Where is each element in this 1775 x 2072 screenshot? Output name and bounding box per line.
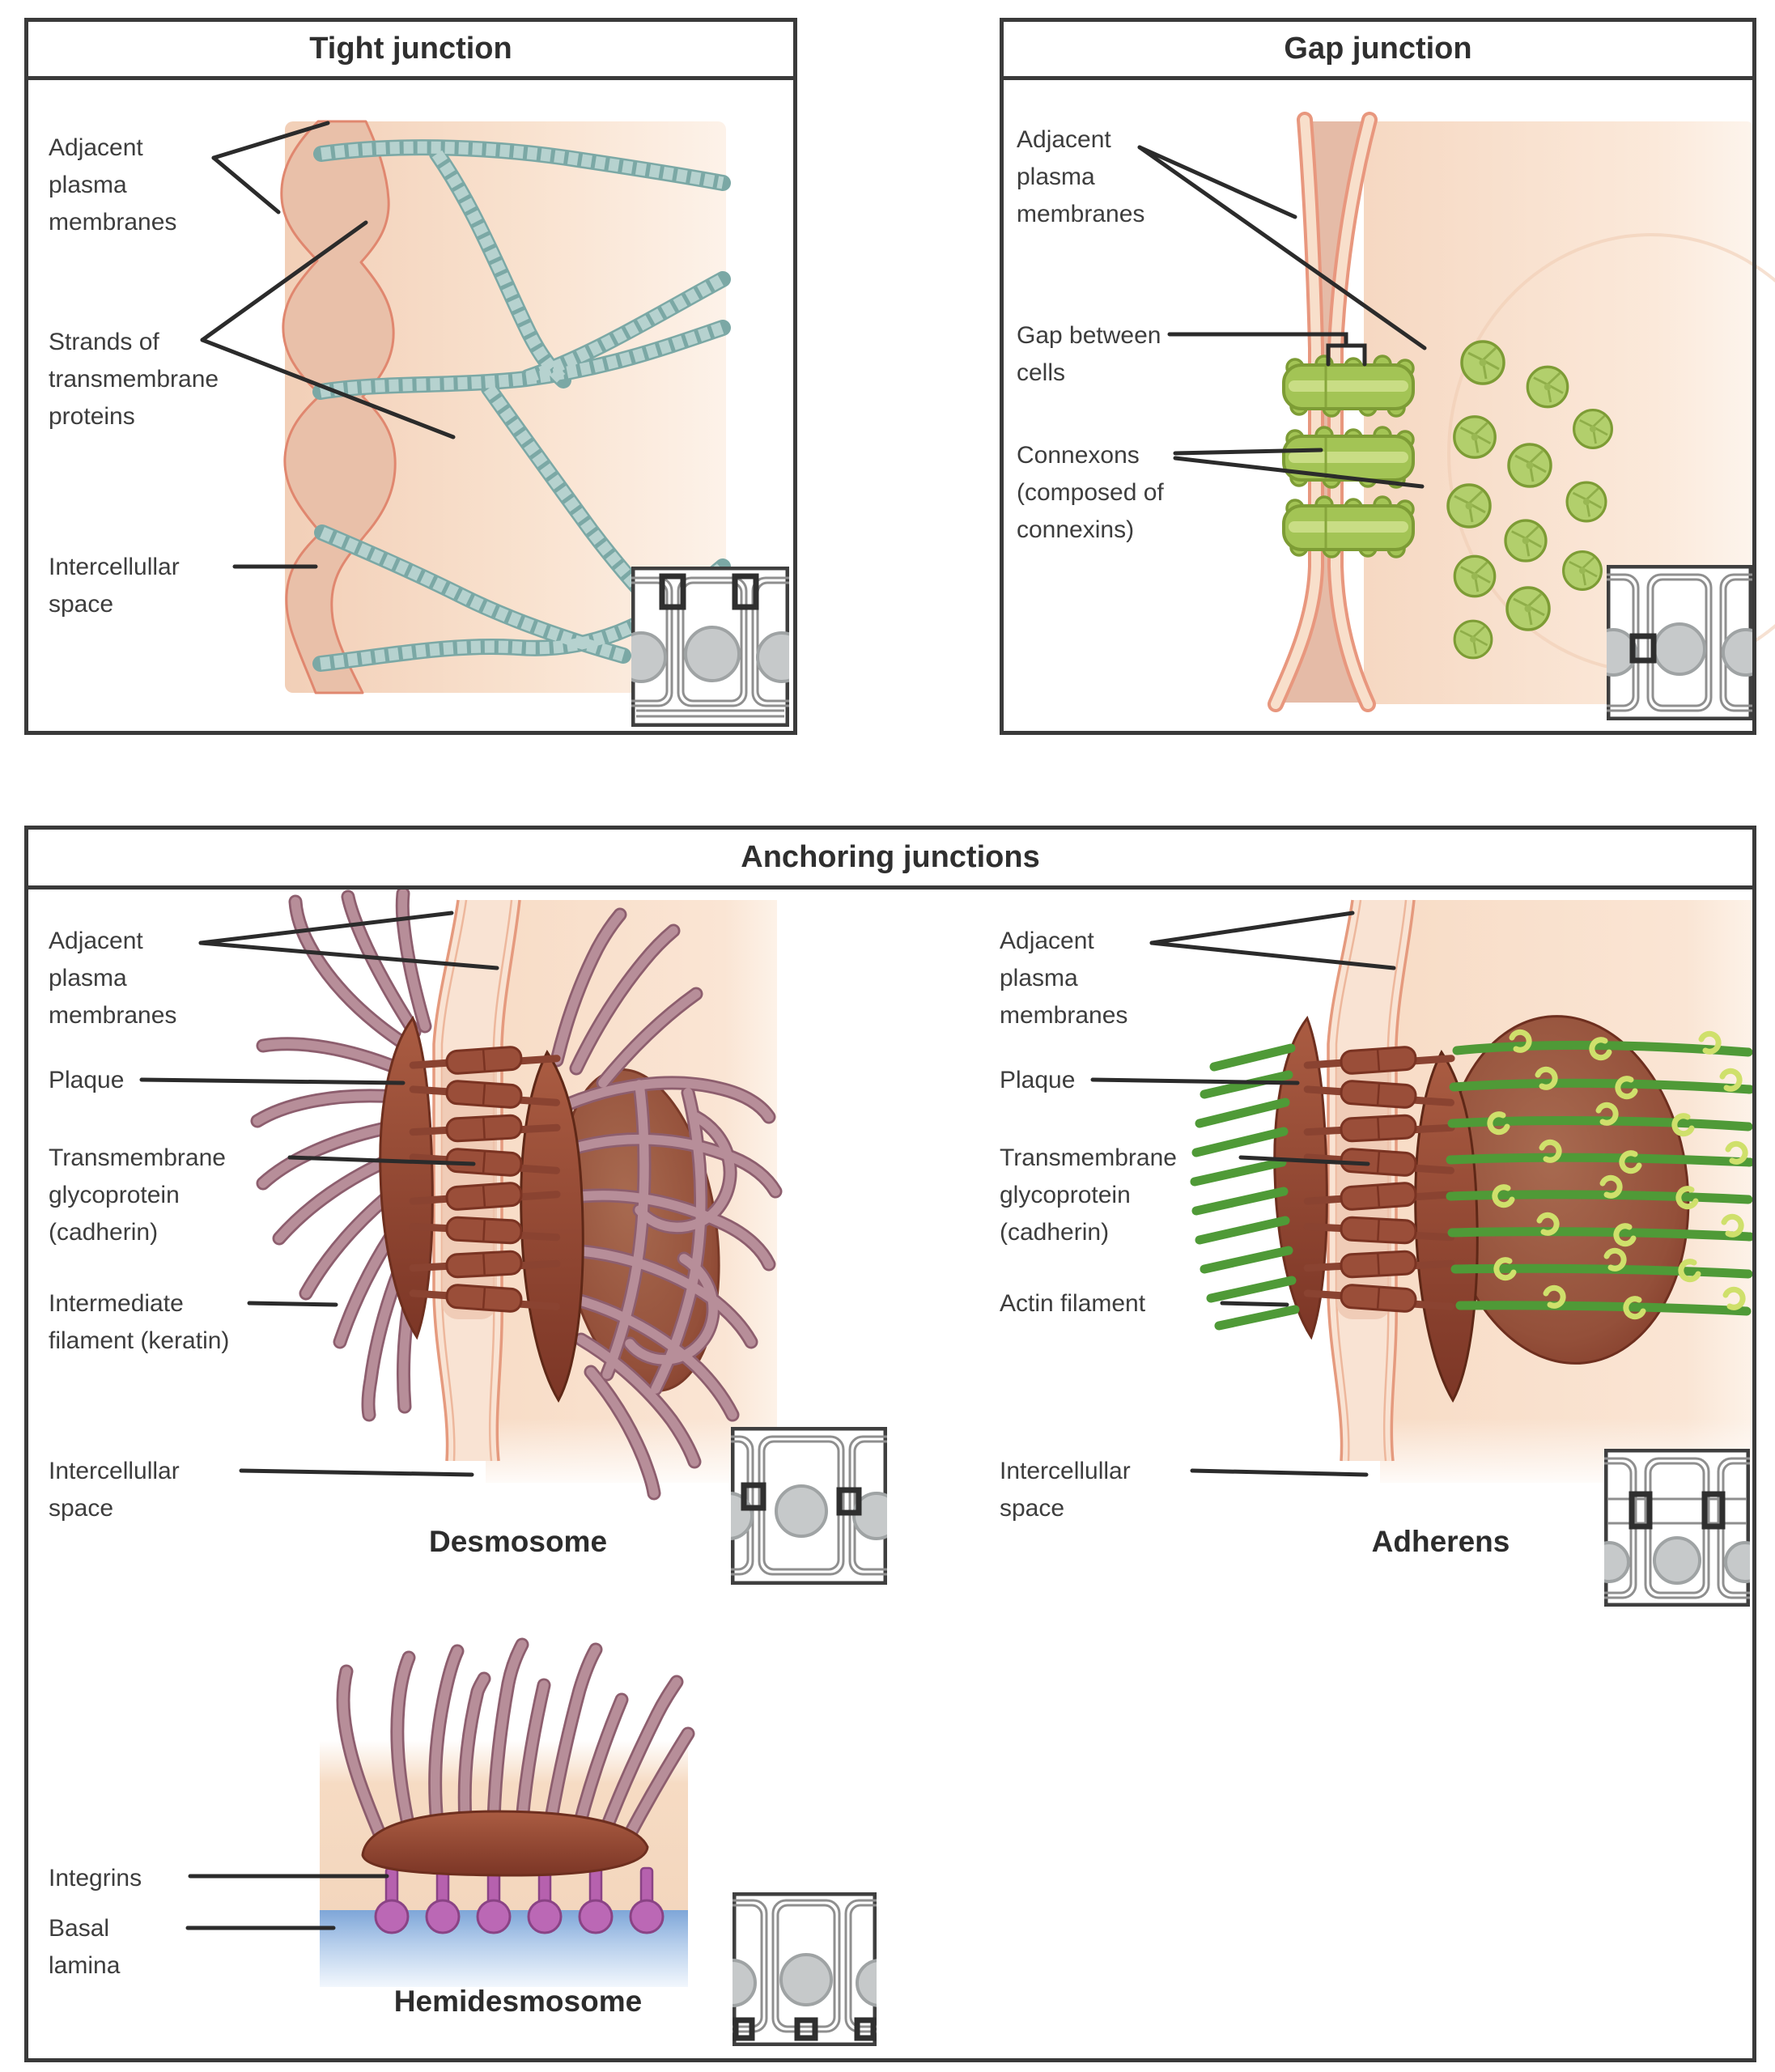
plaque [361,1810,649,1877]
label-intercellular-space: Intercellullar space [49,1458,180,1522]
junction-marker [794,2017,818,2041]
junction-marker [733,2017,755,2041]
gap-junction-location-inset [1607,565,1752,720]
tight-junction-leader-lines [200,121,456,569]
junction-marker [1701,1491,1726,1530]
hemidesmosome-leader-lines [185,1874,389,1930]
junction-marker [1628,1491,1653,1530]
label-plaque: Plaque [1000,1067,1076,1093]
junction-marker [1629,633,1657,664]
gap-junction-panel: Gap junction [1000,18,1756,735]
label-transmembrane-glycoprotein: Transmembrane glycoprotein (cadherin) [1000,1144,1177,1246]
label-actin-filament: Actin filament [1000,1290,1146,1317]
label-intercellular-space: Intercellullar space [1000,1458,1131,1522]
label-plaque: Plaque [49,1067,125,1093]
hemidesmosome-location-inset [733,1892,877,2046]
junction-marker [741,1482,766,1511]
label-intercellular-space: Intercellullar space [49,554,180,618]
integrin-pins [374,1866,665,1934]
gap-junction-leader-lines [1137,145,1427,489]
junction-marker [854,2017,877,2041]
label-gap-between-cells: Gap between cells [1017,322,1161,386]
label-adjacent-plasma-membranes: Adjacent plasma membranes [49,134,177,236]
plasma-membranes [1268,112,1378,712]
label-transmembrane-glycoprotein: Transmembrane glycoprotein (cadherin) [49,1144,226,1246]
adherens-leader-lines [1090,911,1396,1477]
desmosome-leader-lines [139,911,499,1477]
tight-junction-title: Tight junction [309,32,512,66]
label-integrins: Integrins [49,1865,142,1892]
anchoring-junctions-header: Anchoring junctions [28,830,1752,890]
tight-junction-panel: Tight junction [24,18,797,735]
gap-junction-illustration [1137,112,1775,720]
actin-filaments [1190,1032,1755,1331]
label-basal-lamina: Basal lamina [49,1915,121,1979]
tight-junction-illustration [200,120,789,727]
gap-junction-header: Gap junction [1004,22,1752,80]
adherens-illustration [1090,899,1755,1607]
caption-desmosome: Desmosome [428,1525,608,1558]
caption-hemidesmosome: Hemidesmosome [393,1985,643,2018]
caption-adherens: Adherens [1371,1525,1510,1558]
label-strands-of-transmembrane-proteins: Strands of transmembrane proteins [49,329,219,430]
left-plaque [1273,1015,1328,1340]
connexon-channels [1282,355,1415,558]
tight-junction-header: Tight junction [28,22,793,80]
anchoring-junctions-panel: Anchoring junctions [24,826,1756,2062]
adherens-location-inset [1604,1449,1750,1607]
label-intermediate-filament: Intermediate filament (keratin) [49,1290,230,1354]
label-adjacent-plasma-membranes: Adjacent plasma membranes [1017,126,1145,227]
label-adjacent-plasma-membranes: Adjacent plasma membranes [1000,928,1128,1029]
anchoring-junctions-title: Anchoring junctions [741,840,1040,874]
plasma-membrane-ribbon [280,120,397,694]
hemidesmosome-illustration [185,1645,877,2046]
junction-marker [659,573,686,610]
left-plaque [379,1015,434,1340]
tight-junction-location-inset [631,567,789,727]
junction-marker [732,573,759,610]
desmosome-illustration [139,894,887,1585]
label-connexons: Connexons (composed of connexins) [1017,442,1164,543]
desmosome-location-inset [731,1427,887,1585]
gap-junction-title: Gap junction [1284,32,1472,66]
label-adjacent-plasma-membranes: Adjacent plasma membranes [49,928,177,1029]
junction-marker [836,1487,862,1516]
